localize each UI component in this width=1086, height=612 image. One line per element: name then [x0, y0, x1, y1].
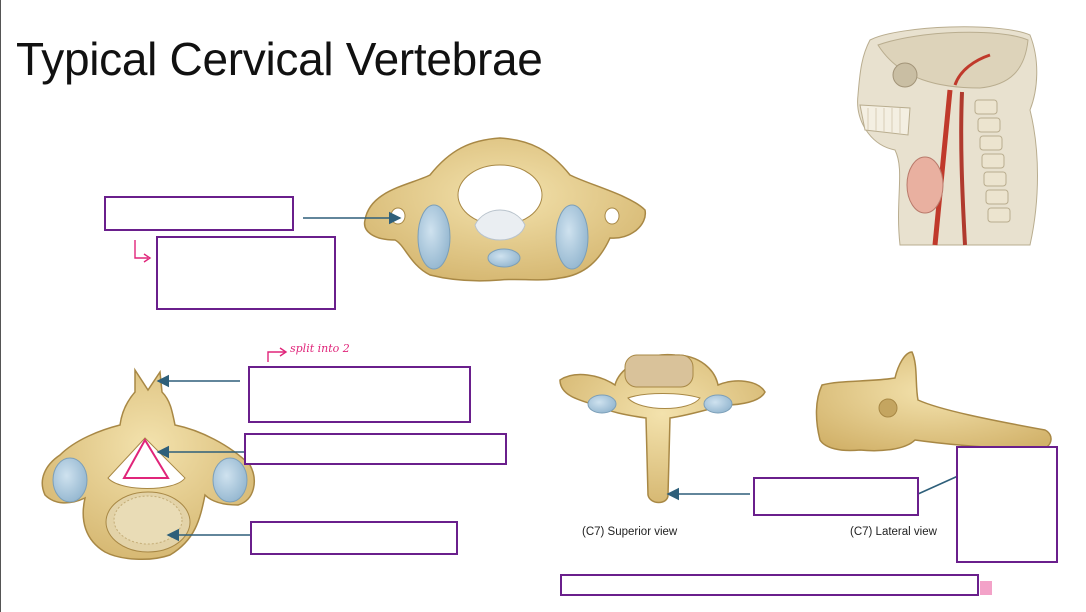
label-box-c7-lateral[interactable]: [956, 446, 1058, 563]
label-box-vertebral-foramen[interactable]: [244, 433, 507, 465]
caption-c7-superior: (C7) Superior view: [582, 526, 678, 538]
handwritten-marks: [134, 240, 288, 362]
label-box-atlas-top[interactable]: [104, 196, 294, 231]
slide-left-border: [0, 0, 1, 612]
label-box-atlas-sub[interactable]: [156, 236, 336, 310]
pink-highlight-marker: [980, 581, 992, 595]
leader-lines: [156, 211, 959, 542]
label-box-spinous-process[interactable]: [248, 366, 471, 423]
slide-title: Typical Cervical Vertebrae: [16, 33, 543, 85]
label-box-c7-spinous[interactable]: [753, 477, 919, 516]
caption-c7-lateral: (C7) Lateral view: [850, 526, 937, 538]
c7-lateral-illustration: [815, 351, 1052, 452]
atlas-illustration: [363, 137, 646, 282]
neck-anatomy-illustration: [857, 26, 1038, 246]
typical-cervical-superior-illustration: [41, 367, 255, 561]
handwritten-note: split into 2: [290, 342, 350, 355]
label-box-bottom-wide[interactable]: [560, 574, 979, 596]
c7-superior-illustration: [559, 353, 766, 504]
label-box-vertebral-body[interactable]: [250, 521, 458, 555]
